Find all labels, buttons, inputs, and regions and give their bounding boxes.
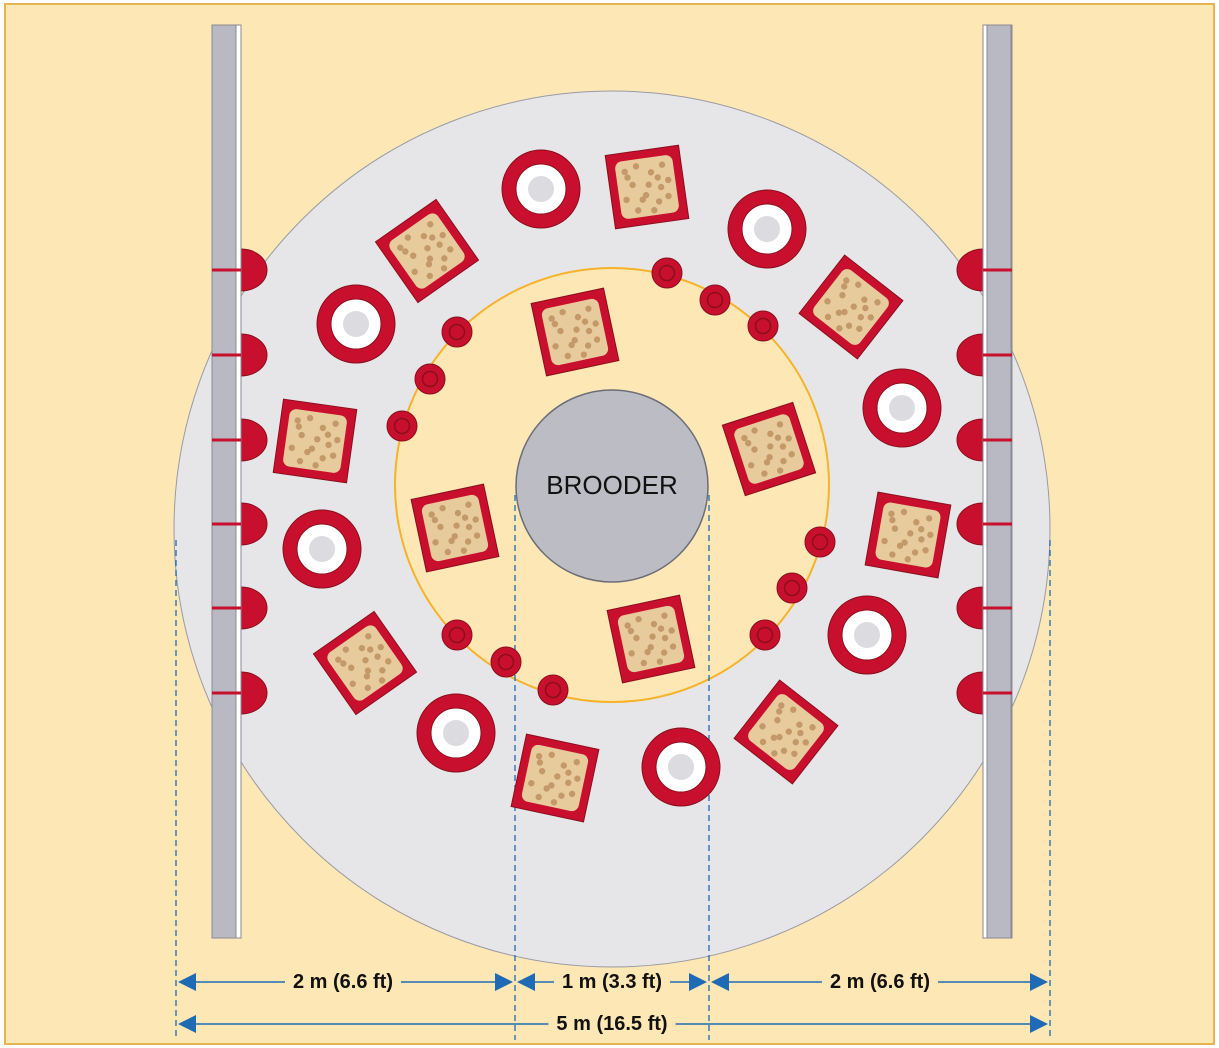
nipple-cup-left [240,248,268,292]
feeder-tray [733,679,839,785]
feeder-tray [864,491,952,579]
bell-drinker [282,509,362,589]
brooder-label: BROODER [546,470,677,500]
bell-drinker [727,189,807,269]
drink-line-right [982,24,1013,939]
nipple-cup-left [240,671,268,715]
dim-left-label: 2 m (6.6 ft) [293,971,393,993]
small-drinker [386,410,418,442]
nipple-cup-left [240,586,268,630]
bell-drinker [416,693,496,773]
nipple-cup-right [956,418,984,462]
bell-drinker [827,595,907,675]
small-drinkers-group [386,257,836,706]
small-drinker [749,619,781,651]
nipple-cup-right [956,671,984,715]
label-bg [821,969,939,995]
drink-lines-group [211,24,1013,939]
dim-total-label: 5 m (16.5 ft) [556,1013,667,1035]
brooder [515,389,709,583]
nipple-cup-right [956,586,984,630]
feeder-tray [606,594,696,684]
feeder-tray [312,610,418,716]
small-drinker [441,316,473,348]
small-drinker [747,310,779,342]
small-drinker [441,619,473,651]
bell-drinker [501,149,581,229]
nipple-cup-right [956,333,984,377]
feeder-tray [510,733,600,823]
small-drinker [804,526,836,558]
small-drinker [490,646,522,678]
label-bg [553,969,671,995]
nipple-cup-left [240,502,268,546]
small-drinker [414,363,446,395]
feeder-tray [410,483,500,573]
feeders-group [272,144,952,823]
feeder-tray [798,254,904,360]
dim-middle-label: 1 m (3.3 ft) [562,971,662,993]
nipple-cup-right [956,248,984,292]
feeder-tray [721,401,817,497]
dim-right-label: 2 m (6.6 ft) [830,971,930,993]
nipple-cup-right [956,502,984,546]
nipple-cup-left [240,418,268,462]
label-bg [284,969,402,995]
small-drinker [537,674,569,706]
bell-drinker [641,727,721,807]
nipple-cup-left [240,333,268,377]
feeder-tray [374,198,480,304]
bell-drinker [316,284,396,364]
nipple-drinkers-group [240,248,984,715]
feeder-tray [604,144,690,230]
feeder-tray [272,398,358,484]
small-drinker [776,572,808,604]
drink-line-left [211,24,242,939]
drinkers-group [282,149,942,807]
bell-drinker [862,368,942,448]
feeder-tray [530,287,620,377]
label-bg [548,1011,676,1037]
small-drinker [699,284,731,316]
small-drinker [651,257,683,289]
